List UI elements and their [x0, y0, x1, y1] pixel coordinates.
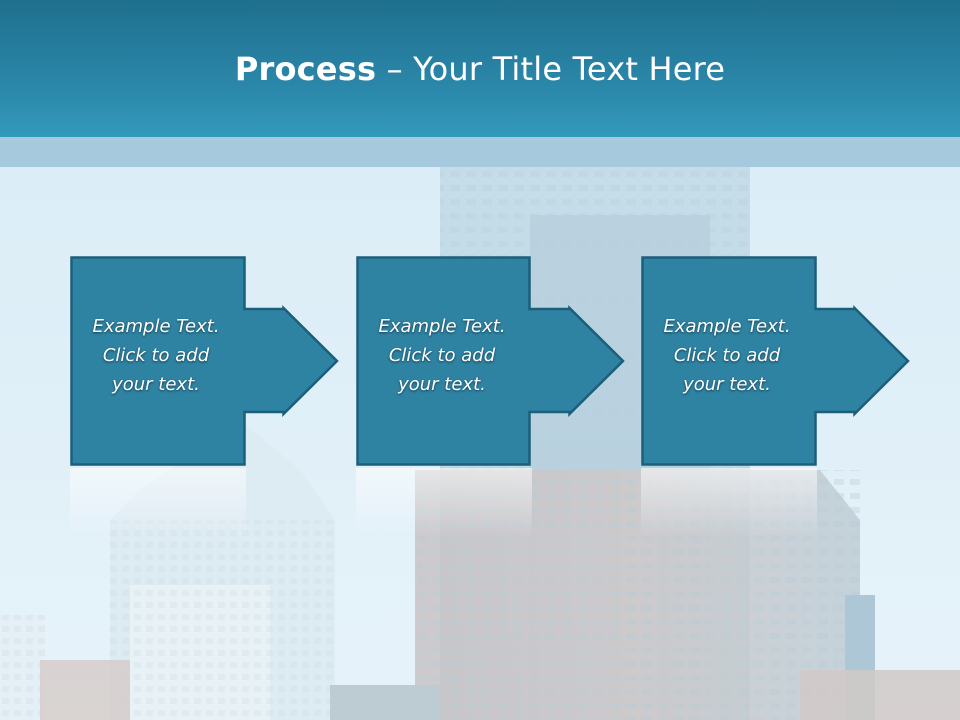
step-1-text[interactable]: Example Text. Click to add your text.: [92, 316, 220, 395]
arrow-box-shape: [356, 256, 625, 466]
arrow-box-shape: [641, 256, 910, 466]
process-step-2[interactable]: Example Text. Click to add your text.: [356, 256, 701, 468]
step-3-text[interactable]: Example Text. Click to add your text.: [663, 316, 791, 395]
process-step-3[interactable]: Example Text. Click to add your text.: [641, 256, 960, 468]
step-3-reflection: [641, 468, 817, 538]
title-bold: Process: [234, 50, 377, 88]
step-1-reflection: [70, 468, 246, 538]
step-2-text[interactable]: Example Text. Click to add your text.: [378, 316, 506, 395]
title-bar: Process – Your Title Text Here: [0, 0, 960, 137]
step-2-reflection: [356, 468, 532, 538]
slide-title[interactable]: Process – Your Title Text Here: [0, 50, 960, 88]
title-rest: – Your Title Text Here: [376, 50, 726, 88]
header-stripe: [0, 137, 960, 167]
arrow-box-shape: [70, 256, 339, 466]
process-step-1[interactable]: Example Text. Click to add your text.: [70, 256, 415, 468]
